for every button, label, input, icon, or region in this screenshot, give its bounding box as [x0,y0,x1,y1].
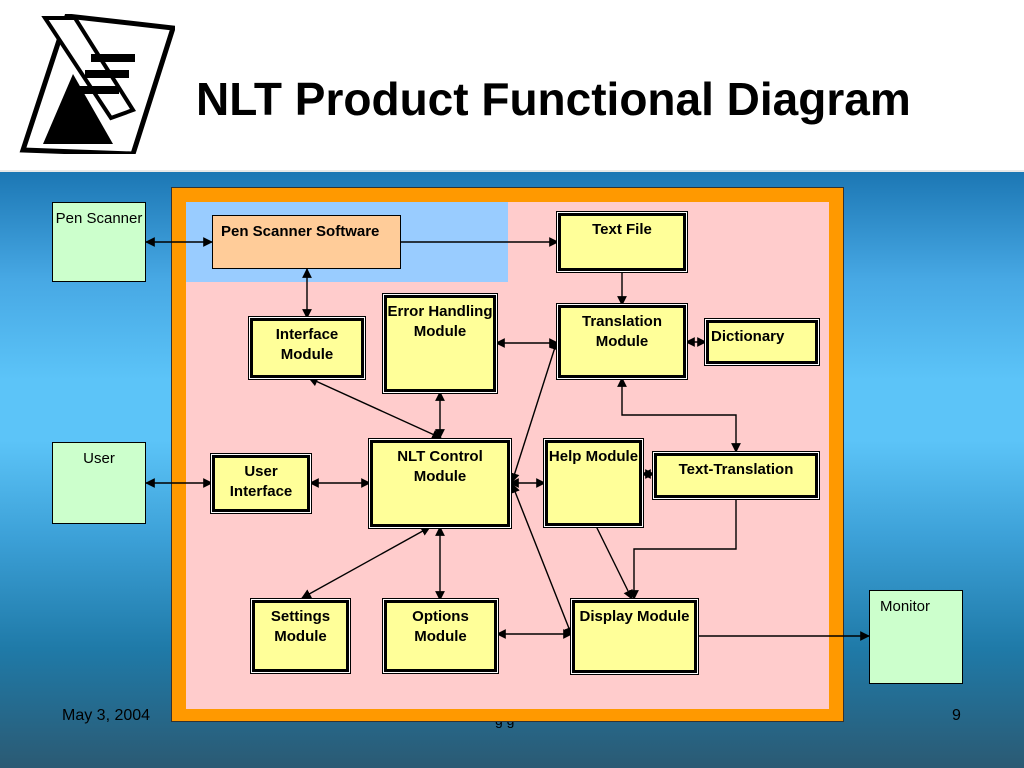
nlt-logo-icon [19,14,175,154]
interface-module-box: Interface Module [250,318,364,378]
slide-page-number: 9 [952,707,961,724]
options-module-box: Options Module [384,600,497,672]
slide-title: NLT Product Functional Diagram [196,73,911,125]
user-external: User [52,442,146,524]
header-divider [0,170,1024,172]
arrow-nlt-display [510,483,574,637]
user-interface-box: User Interface [212,455,310,512]
arrow-translation-texttranslation [617,377,741,453]
dictionary-box: Dictionary [706,320,818,364]
translation-module-box: Translation Module [558,305,686,378]
slide-header: NLT Product Functional Diagram [0,0,1024,170]
monitor-external: Monitor [869,590,963,684]
arrow-texttranslation-display [629,498,737,600]
arrow-nlt-settings [301,526,431,599]
help-module-box: Help Module [545,440,642,526]
arrow-interface-nlt [308,377,442,439]
arrow-help-display [595,525,633,600]
text-translation-box: Text-Translation [654,453,818,498]
error-handling-module-box: Error Handling Module [384,295,496,392]
arrow-nlt-translation [510,340,559,483]
settings-module-box: Settings Module [252,600,349,672]
pen-scanner-external: Pen Scanner [52,202,146,282]
text-file-box: Text File [558,213,686,271]
nlt-control-module-box: NLT Control Module [370,440,510,527]
display-module-box: Display Module [572,600,697,673]
slide-date: May 3, 2004 [62,707,151,724]
pen-scanner-software-box: Pen Scanner Software [212,215,401,269]
